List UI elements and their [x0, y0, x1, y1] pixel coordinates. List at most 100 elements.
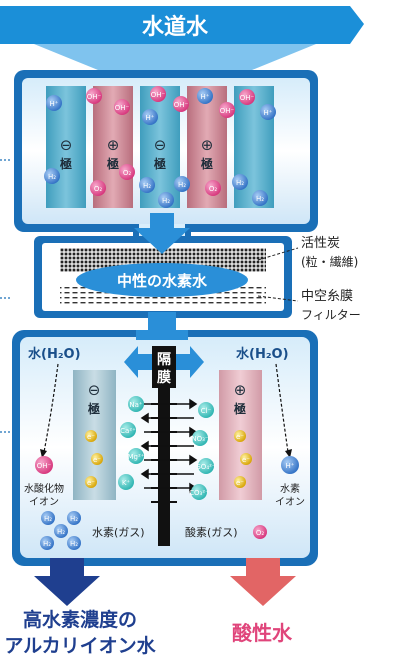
svg-text:Cl⁻: Cl⁻ — [201, 407, 212, 415]
hydroxide-label-1: 水酸化物 — [24, 482, 64, 495]
oh-minus-ion: OH⁻ — [219, 102, 235, 118]
svg-text:O₂: O₂ — [94, 185, 103, 193]
svg-text:e⁻: e⁻ — [236, 433, 244, 441]
filter-callouts: 活性炭 (粒・繊維) 中空糸膜 フィルター — [257, 236, 361, 322]
svg-text:CO₃²⁻: CO₃²⁻ — [189, 489, 209, 497]
o2-molecule: O₂ — [253, 525, 267, 539]
h2-molecule: H₂ — [40, 536, 54, 550]
h-plus-ion: H⁺ — [46, 95, 62, 111]
hydrogen-ion-label-1: 水素 — [280, 482, 300, 495]
svg-text:OH⁻: OH⁻ — [220, 107, 235, 115]
svg-text:O₂: O₂ — [256, 529, 265, 537]
membrane-label: 中空糸膜 — [301, 289, 353, 304]
bottom-electrolysis-tank: ⊖ 極 ⊕ 極 e⁻ e⁻ e⁻ e⁻ e⁻ e⁻ 隔 膜 — [12, 330, 318, 566]
svg-text:OH⁻: OH⁻ — [115, 104, 130, 112]
electrons-cathode: e⁻ e⁻ e⁻ — [85, 430, 103, 488]
water-left-label: 水(H₂O) — [28, 346, 81, 362]
svg-text:K⁺: K⁺ — [122, 479, 131, 487]
electrode-sign: ⊖ — [154, 136, 167, 154]
anode-label: 極 — [234, 401, 246, 416]
anode-sign: ⊕ — [234, 381, 247, 399]
svg-text:H₂: H₂ — [70, 540, 78, 548]
electron: e⁻ — [234, 430, 246, 442]
oh-minus-ion: OH⁻ — [86, 88, 102, 104]
hydroxide-label-2: イオン — [29, 496, 59, 508]
oh-minus-ion: OH⁻ — [173, 96, 189, 112]
svg-text:H⁺: H⁺ — [201, 93, 210, 101]
acidic-water-label: 酸性水 — [232, 621, 293, 645]
svg-text:H⁺: H⁺ — [264, 109, 273, 117]
svg-text:H₂: H₂ — [48, 173, 56, 181]
oh-minus-ion: OH⁻ — [114, 99, 130, 115]
svg-text:Ca²⁺: Ca²⁺ — [120, 427, 136, 435]
left-guide-marks — [0, 159, 10, 433]
h2-molecule: H₂ — [174, 176, 190, 192]
top-ions: H⁺ OH⁻ OH⁻ OH⁻ H⁺ OH⁻ H⁺ OH⁻ OH⁻ H⁺ H₂ O… — [44, 86, 276, 208]
h2-molecule: H₂ — [67, 511, 81, 525]
svg-text:OH⁻: OH⁻ — [87, 93, 102, 101]
svg-text:OH⁻: OH⁻ — [174, 101, 189, 109]
h2-molecule: H₂ — [232, 174, 248, 190]
h-plus-ion: H⁺ — [197, 88, 213, 104]
svg-text:OH⁻: OH⁻ — [151, 91, 166, 99]
svg-text:中性の水素水: 中性の水素水 — [117, 272, 208, 290]
separator-label-2: 膜 — [157, 369, 171, 386]
svg-text:H₂: H₂ — [57, 528, 65, 536]
svg-text:O₂: O₂ — [209, 185, 218, 193]
h2-molecule: H₂ — [44, 168, 60, 184]
svg-text:H⁺: H⁺ — [50, 100, 59, 108]
hydrogen-ion: H⁺ — [281, 456, 299, 474]
h2-molecule: H₂ — [158, 192, 174, 208]
electron: e⁻ — [85, 430, 97, 442]
electrons-anode: e⁻ e⁻ e⁻ — [234, 430, 252, 488]
svg-text:e⁻: e⁻ — [236, 479, 244, 487]
svg-text:H₂: H₂ — [143, 182, 151, 190]
cation: Mg²⁺ — [128, 448, 145, 464]
h-plus-ion: H⁺ — [142, 109, 158, 125]
tap-water-title: 水道水 — [142, 14, 209, 40]
electron: e⁻ — [240, 453, 252, 465]
membrane-sublabel: フィルター — [301, 308, 361, 322]
svg-text:O₂: O₂ — [123, 169, 132, 177]
acid-output-arrow — [230, 558, 296, 606]
separator-label-1: 隔 — [157, 352, 171, 368]
electron: e⁻ — [91, 453, 103, 465]
output-arrows — [34, 558, 296, 606]
cation: Na⁺ — [128, 396, 144, 412]
svg-text:H₂: H₂ — [43, 540, 51, 548]
h2-molecule: H₂ — [139, 177, 155, 193]
hydrogen-ion-label-2: イオン — [275, 496, 305, 508]
hydroxide-ion: OH⁻ — [35, 456, 53, 474]
alkaline-water-label-2: アルカリイオン水 — [4, 635, 156, 657]
anions: Cl⁻ NO₃⁻ SO₄²⁻ CO₃²⁻ — [189, 402, 216, 500]
o2-molecule: O₂ — [119, 164, 135, 180]
tap-water-banner: 水道水 — [0, 6, 364, 70]
svg-text:e⁻: e⁻ — [242, 456, 250, 464]
oh-minus-ion: OH⁻ — [150, 86, 166, 102]
charcoal-sublabel: (粒・繊維) — [301, 254, 358, 269]
cations: Na⁺ Ca²⁺ Mg²⁺ K⁺ — [118, 396, 145, 490]
svg-text:OH⁻: OH⁻ — [240, 94, 255, 102]
h-plus-ion: H⁺ — [260, 104, 276, 120]
svg-text:H₂: H₂ — [162, 197, 170, 205]
electrode-sign: ⊖ — [60, 136, 73, 154]
h2-molecule: H₂ — [252, 190, 268, 206]
electrode-label: 極 — [201, 156, 213, 171]
h2-molecule: H₂ — [54, 524, 68, 538]
svg-text:H⁺: H⁺ — [286, 462, 295, 470]
anion: CO₃²⁻ — [189, 484, 209, 500]
cathode-sign: ⊖ — [88, 381, 101, 399]
neutral-water-label: 中性の水素水 — [76, 263, 248, 297]
svg-text:Na⁺: Na⁺ — [129, 401, 143, 409]
svg-text:H₂: H₂ — [44, 515, 52, 523]
o2-molecule: O₂ — [90, 180, 106, 196]
anion: NO₃⁻ — [191, 430, 209, 446]
svg-text:H₂: H₂ — [70, 515, 78, 523]
svg-text:H₂: H₂ — [178, 181, 186, 189]
separator-label-box — [152, 346, 176, 388]
top-electrolysis-tank: ⊖ 極 ⊕ 極 ⊖ 極 ⊕ 極 H⁺ OH⁻ OH⁻ OH⁻ H⁺ OH⁻ H⁺… — [14, 70, 318, 232]
svg-text:NO₃⁻: NO₃⁻ — [191, 435, 209, 443]
charcoal-label: 活性炭 — [301, 236, 340, 251]
